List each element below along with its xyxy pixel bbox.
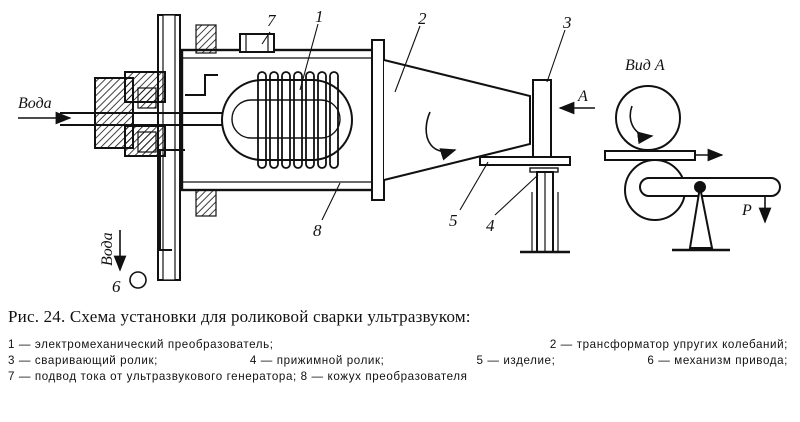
legend-item: 2 — трансформатор упругих колебаний; [549,338,788,351]
label-2: 2 [418,9,427,28]
label-7: 7 [267,11,277,30]
label-water-in: Вода [18,95,52,112]
label-3: 3 [562,13,572,32]
legend-line-1: 1 — электромеханический преобразователь;… [8,337,788,353]
legend-item: 8 — кожух преобразователя [300,370,468,383]
label-1: 1 [315,7,324,26]
label-water-out: Вода [99,232,116,266]
legend-item: 3 — сваривающий ролик; [8,354,158,367]
legend-line-2: 3 — сваривающий ролик; 4 — прижимной рол… [8,353,788,369]
flow-arrows [18,101,595,289]
caption-title: Рис. 24. Схема установки для роликовой с… [8,307,471,326]
legend-item: 6 — механизм привода; [647,354,788,367]
label-arrow-a: А [577,88,588,105]
legend-item: 5 — изделие; [476,354,556,367]
legend-line-3: 7 — подвод тока от ультразвукового генер… [8,369,796,385]
label-5: 5 [449,211,458,230]
figure-caption: Рис. 24. Схема установки для роликовой с… [8,307,796,385]
roller-unit [479,79,571,254]
converter-windings [257,71,339,169]
legend-item: 4 — прижимной ролик; [249,354,385,367]
view-a-detail [604,85,781,252]
welding-setup-diagram: 7 1 2 3 5 4 8 6 Вода Вода Вид А А P [18,7,781,296]
leader-lines [261,23,566,221]
legend-item: 7 — подвод тока от ультразвукового генер… [8,370,297,383]
transducer-assembly [60,14,385,281]
legend-item: 1 — электромеханический преобразователь; [8,338,274,351]
label-6: 6 [112,277,121,296]
label-force-p: P [741,202,752,219]
label-4: 4 [486,216,495,235]
horn-transformer [383,59,531,181]
label-view-a: Вид А [625,57,665,74]
label-8: 8 [313,221,322,240]
drive-mechanism-6 [129,271,147,289]
